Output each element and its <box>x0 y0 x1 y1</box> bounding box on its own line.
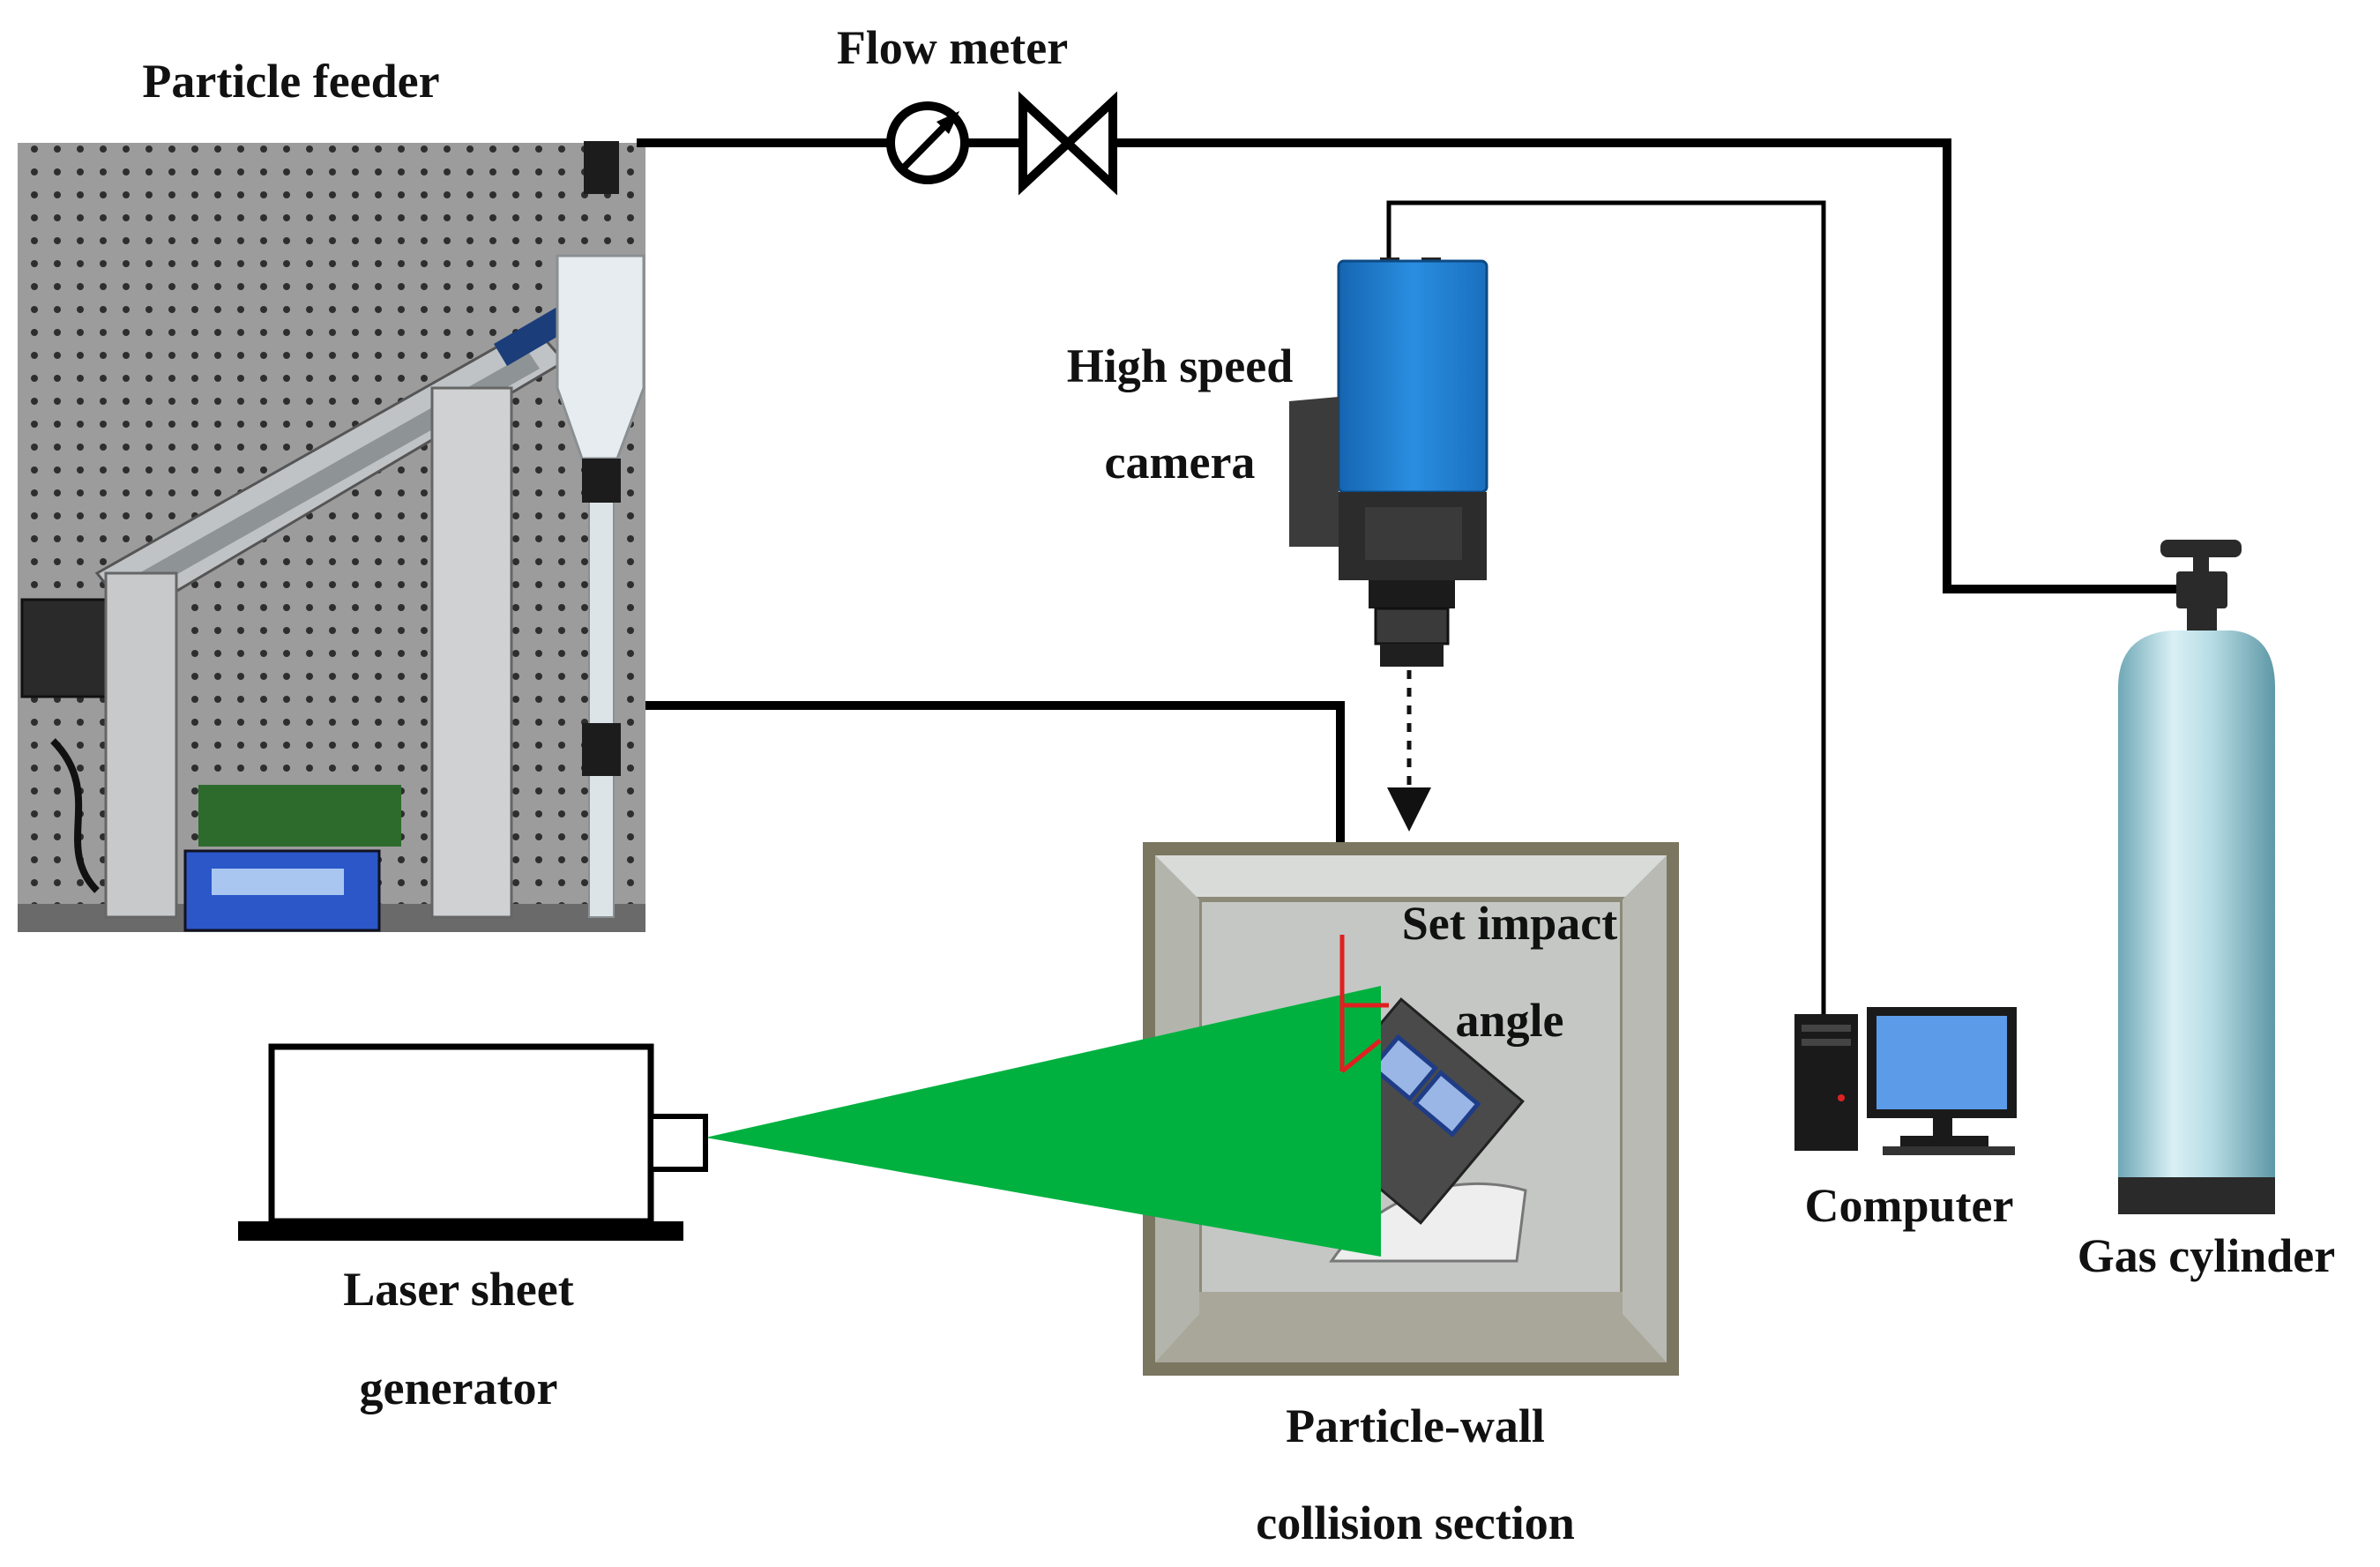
high-speed-camera-label-line2: camera <box>1105 436 1256 489</box>
feeder-outlet-pipe <box>645 701 1345 847</box>
flow-meter-label: Flow meter <box>837 21 1068 74</box>
computer-icon <box>1794 1007 2017 1155</box>
computer-label: Computer <box>1805 1179 2014 1232</box>
gas-cylinder-icon <box>2118 540 2275 1214</box>
laser-generator-label-line2: generator <box>360 1362 558 1414</box>
set-impact-angle-label-line2: angle <box>1455 994 1563 1047</box>
laser-generator-label-line1: Laser sheet <box>343 1263 573 1316</box>
flow-meter-gauge-icon <box>886 101 969 184</box>
laser-generator-icon <box>238 1043 708 1241</box>
laser-sheet <box>705 986 1381 1257</box>
gas-cylinder-label: Gas cylinder <box>2078 1229 2336 1282</box>
high-speed-camera-icon <box>1289 257 1488 667</box>
particle-feeder-label: Particle feeder <box>142 55 439 108</box>
gas-supply-pipe <box>637 138 2185 593</box>
particle-feeder-photo <box>18 141 645 932</box>
impact-angle-indicator <box>1339 935 1389 1073</box>
set-impact-angle-label-line1: Set impact <box>1402 897 1617 950</box>
collision-section-label-line2: collision section <box>1256 1496 1575 1549</box>
camera-computer-cable <box>1386 200 1826 1014</box>
valve-icon <box>1018 91 1117 196</box>
high-speed-camera-label-line1: High speed <box>1067 340 1294 392</box>
collision-section-label-line1: Particle-wall <box>1286 1399 1545 1452</box>
